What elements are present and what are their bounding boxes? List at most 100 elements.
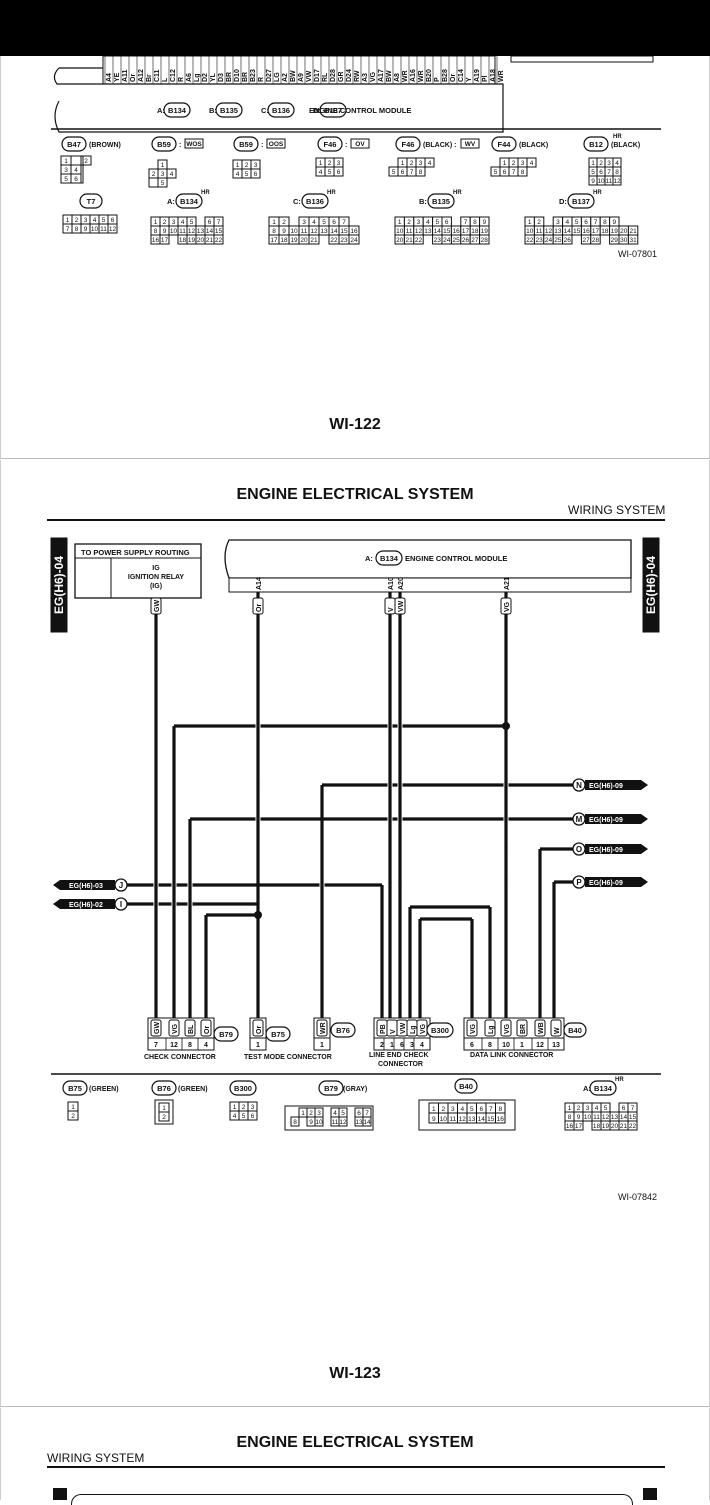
b134-pin-cell — [159, 234, 170, 245]
data-link-connector-wire-WB: WB — [538, 1022, 545, 1034]
connector-f46-note: (BLACK) : — [423, 142, 456, 149]
b12-pin-number: 11 — [606, 178, 613, 185]
b134-pin-number: 5 — [190, 219, 194, 226]
connector-b59-oval — [151, 136, 177, 152]
wire-vg-label-box — [500, 597, 512, 615]
key-b40-oval — [454, 1078, 478, 1094]
b134-pin-number: 7 — [217, 219, 221, 226]
key-b134-grid-pin-number: 9 — [577, 1114, 581, 1121]
offpage-I-arrow — [53, 899, 115, 909]
key-b134-grid-pin-number: 16 — [566, 1123, 574, 1130]
key-b40-grid-pin-number: 13 — [468, 1116, 476, 1123]
b47-outline — [60, 155, 84, 184]
test-connector-wire-Or: Or — [256, 1026, 263, 1034]
b136-pin-number: 22 — [330, 237, 338, 244]
b136-pin-number: 12 — [310, 228, 318, 235]
side-tab-right — [643, 1488, 657, 1500]
b135-pin-number: 4 — [426, 219, 430, 226]
b76-connector-code-oval — [330, 1022, 356, 1038]
ecm-pin-label: BR — [226, 72, 233, 82]
b135-pin-number: 26 — [462, 237, 470, 244]
b135-pin-number: 5 — [435, 219, 439, 226]
ecm-pin-label: GR — [338, 72, 345, 83]
b137-pin-number: 5 — [575, 219, 579, 226]
b12-pin-number: 2 — [599, 160, 603, 167]
line-end-check-connector-pin-strip — [373, 1037, 431, 1051]
line-end-check-connector-pin-3: 3 — [410, 1042, 414, 1049]
offpage-P-ref: EG(H6)-09 — [589, 880, 623, 887]
f44-pin-number: 5 — [494, 169, 498, 176]
ecm-pin-label: P — [434, 77, 441, 82]
data-link-connector-wire-VG: VG — [470, 1023, 477, 1034]
key-b76-grid-pin-number: 1 — [162, 1105, 166, 1112]
ecm-pin-label: D24 — [346, 69, 353, 82]
ecm-title: ENGINE CONTROL MODULE — [309, 106, 411, 115]
b137-pin-number: 4 — [565, 219, 569, 226]
key-b40-grid-pin-number: 3 — [451, 1106, 455, 1113]
key-b40-grid-pin-cell — [495, 1112, 506, 1124]
ecm-pin-label: A11 — [122, 69, 129, 82]
f46-wv-pin-number: 7 — [410, 169, 414, 176]
f44-pin-number: 6 — [503, 169, 507, 176]
b136-pin-number: 9 — [282, 228, 286, 235]
ecm-pin-label: BR — [242, 72, 249, 82]
ecm-pin-label: Pl — [482, 75, 489, 82]
offpage-O-letter: O — [576, 845, 582, 854]
b134-pin-number: 10 — [170, 228, 178, 235]
f46-ov-pin-number: 1 — [319, 160, 323, 167]
b59-wos-pin-number: 3 — [161, 171, 165, 178]
key-b134-code: B134 — [594, 1084, 613, 1093]
key-b79-grid-pin-number: 9 — [309, 1119, 313, 1126]
key-b300-grid-pin-cell — [247, 1110, 258, 1121]
line-end-check-connector-wire-VW: VW — [400, 1022, 407, 1034]
f44-pin-cell — [517, 166, 528, 177]
data-link-connector-pin-13: 13 — [552, 1042, 560, 1049]
b137-pin-cell — [562, 234, 573, 245]
data-link-connector-wire-box — [534, 1019, 546, 1037]
b12-pin-number: 10 — [597, 178, 605, 185]
data-link-connector-wire-box — [466, 1019, 478, 1037]
side-tab-left-text: EG(H6)-04 — [52, 556, 66, 614]
b137-pin-number: 26 — [564, 237, 572, 244]
test-connector-label: TEST MODE CONNECTOR — [244, 1054, 332, 1061]
b134-pin-number: 4 — [181, 219, 185, 226]
power-box-title: TO POWER SUPPLY ROUTING — [81, 548, 190, 557]
ecm-pin-strip — [102, 56, 496, 85]
key-b134-grid-pin-number: 8 — [568, 1114, 572, 1121]
b137-pin-number: 20 — [620, 228, 628, 235]
key-b134-grid-pin-number: 6 — [622, 1105, 626, 1112]
ecm-pin-label: A17 — [378, 69, 385, 82]
b137-pin-number: 23 — [535, 237, 543, 244]
b135-pin-number: 10 — [396, 228, 404, 235]
b135-pin-number: 3 — [417, 219, 421, 226]
f46-wv-pin-cell — [415, 166, 426, 177]
key-b134-grid-pin-number: 4 — [595, 1105, 599, 1112]
key-b79-grid-pin-number: 13 — [355, 1119, 363, 1126]
ecm-ref-B135-oval — [215, 102, 243, 118]
connector-b12-oval — [583, 136, 609, 152]
b135-pin-number: 18 — [471, 228, 479, 235]
b135-pin-number: 8 — [473, 219, 477, 226]
b136-pin-cell — [348, 234, 360, 245]
connector-f46-oval — [395, 136, 421, 152]
key-b134-grid-pin-number: 19 — [602, 1123, 610, 1130]
ecm-ref-prefix: B: — [209, 106, 217, 115]
line-end-check-connector-pin-2: 2 — [380, 1042, 384, 1049]
key-b79-grid-pin-number: 7 — [365, 1110, 369, 1117]
line-end-check-connector-wire-Lg: Lg — [410, 1025, 417, 1034]
ecm-pin-label: BW — [290, 70, 297, 82]
wire-or-label: Or — [256, 604, 263, 612]
b136-pin-number: 13 — [320, 228, 328, 235]
connector-t7-code: T7 — [87, 197, 96, 206]
b134-pin-number: 9 — [163, 228, 167, 235]
connector-b12-code: B12 — [589, 140, 603, 149]
test-connector-pin-strip — [249, 1037, 267, 1051]
data-link-connector-pin-8: 8 — [488, 1042, 492, 1049]
b59-oos-pin-number: 3 — [254, 162, 258, 169]
key-b40-grid-pin-number: 7 — [489, 1106, 493, 1113]
b137-pin-number: 19 — [611, 228, 619, 235]
key-b134-oval — [589, 1080, 617, 1096]
ecm-pin-label: D28 — [330, 69, 337, 82]
